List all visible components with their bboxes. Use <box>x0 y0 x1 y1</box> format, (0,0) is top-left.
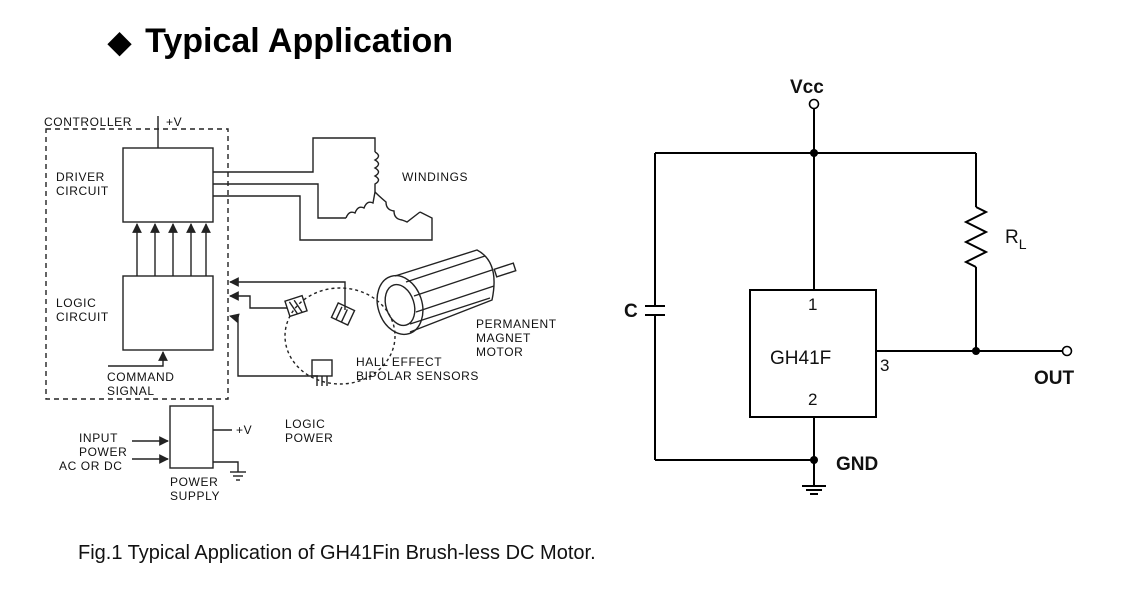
out-terminal-icon <box>1061 345 1073 357</box>
hall-label-1: HALL EFFECT <box>356 355 442 369</box>
input-label-3: AC OR DC <box>59 459 122 473</box>
logic-label-1: LOGIC <box>56 296 96 310</box>
chip-label: GH41F <box>770 348 831 369</box>
figure-caption: Fig.1 Typical Application of GH41Fin Bru… <box>78 542 596 564</box>
motor-label-3: MOTOR <box>476 345 523 359</box>
command-signal-wire <box>108 351 168 367</box>
controller-boundary <box>45 128 229 400</box>
driver-label-1: DRIVER <box>56 170 105 184</box>
junction-dot <box>972 347 980 355</box>
command-label-1: COMMAND <box>107 370 175 384</box>
logic-circuit-box <box>122 275 214 351</box>
hall-sensor-icon <box>330 302 356 326</box>
sensor-ring <box>284 287 396 385</box>
capacitor-label: C <box>624 301 638 322</box>
power-supply-box <box>169 405 214 469</box>
hall-label-2: BIPOLAR SENSORS <box>356 369 479 383</box>
application-circuit: Vcc C RL GH41F 1 2 3 OUT <box>624 77 1075 495</box>
resistor-label: RL <box>1005 227 1027 252</box>
plus-v-top-label: +V <box>166 115 182 129</box>
section-title-text: Typical Application <box>145 22 454 60</box>
sensor-feedback-wires <box>229 277 346 377</box>
driver-label-2: CIRCUIT <box>56 184 109 198</box>
diamond-bullet-icon: ◆ <box>108 26 132 59</box>
motor-windings-icon <box>345 151 421 223</box>
pin3-label: 3 <box>880 356 889 375</box>
logic-to-driver-arrows <box>132 223 211 276</box>
section-title: ◆ Typical Application <box>108 22 453 61</box>
supply-label-1: POWER <box>170 475 218 489</box>
out-label: OUT <box>1034 368 1075 389</box>
vcc-label: Vcc <box>790 77 824 98</box>
hall-sensor-icon <box>311 359 333 386</box>
input-label-1: INPUT <box>79 431 118 445</box>
windings-label: WINDINGS <box>402 170 468 184</box>
controller-label: CONTROLLER <box>44 115 132 129</box>
motor-label-1: PERMANENT <box>476 317 557 331</box>
junction-dot <box>810 456 818 464</box>
gh41f-chip <box>749 289 877 418</box>
logic-label-2: CIRCUIT <box>56 310 109 324</box>
resistor-icon <box>963 206 989 268</box>
pin2-label: 2 <box>808 390 817 409</box>
hall-sensor-icon <box>284 294 308 318</box>
controller-block-diagram: CONTROLLER +V DRIVER CIRCUIT LOGIC CIRCU… <box>44 115 557 503</box>
vcc-terminal-icon <box>808 98 820 110</box>
command-label-2: SIGNAL <box>107 384 155 398</box>
ground-icon <box>802 485 826 495</box>
pin1-label: 1 <box>808 295 817 314</box>
gnd-label: GND <box>836 454 878 475</box>
logic-power-label-2: POWER <box>285 431 333 445</box>
supply-label-2: SUPPLY <box>170 489 220 503</box>
driver-circuit-box <box>122 147 214 223</box>
motor-label-2: MAGNET <box>476 331 531 345</box>
supply-ground-wire <box>213 461 239 472</box>
winding-wires <box>213 137 433 241</box>
logic-power-label-1: LOGIC <box>285 417 325 431</box>
plus-v-supply-label: +V <box>236 423 252 437</box>
input-label-2: POWER <box>79 445 127 459</box>
ground-icon <box>230 471 246 481</box>
permanent-magnet-motor-icon <box>376 249 517 336</box>
junction-dot <box>810 149 818 157</box>
